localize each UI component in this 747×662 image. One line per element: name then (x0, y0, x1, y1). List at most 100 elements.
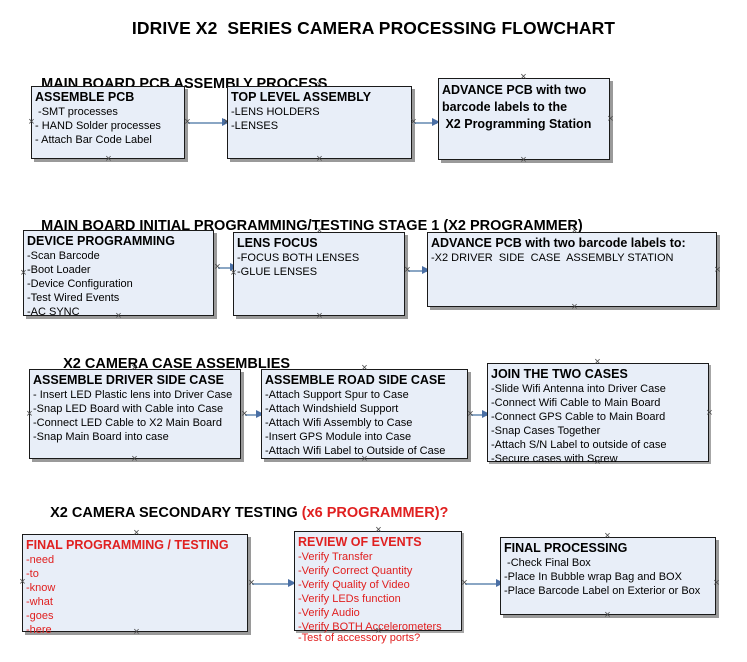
node-review-of-events[interactable]: REVIEW OF EVENTS -Verify Transfer -Verif… (294, 531, 462, 644)
node-line: -Scan Barcode (27, 250, 100, 262)
node-line: -Attach Support Spur to Case (265, 389, 409, 401)
node-final-processing[interactable]: FINAL PROCESSING -Check Final Box -Place… (500, 537, 716, 615)
connector-handle-icon (114, 225, 123, 234)
node-line: -Place Barcode Label on Exterior or Box (504, 585, 701, 597)
connector-driver-case-to-road-case (245, 414, 263, 416)
connector-handle-icon (403, 266, 412, 275)
connector-road-case-to-join-cases (471, 414, 489, 416)
node-join-the-two-cases[interactable]: JOIN THE TWO CASES -Slide Wifi Antenna i… (487, 363, 709, 465)
node-line: -Attach S/N Label to outside of case (491, 439, 667, 451)
node-line: -Snap Main Board into case (33, 431, 169, 443)
node-title: JOIN THE TWO CASES (491, 367, 628, 381)
node-line: -need (26, 554, 55, 566)
connector-handle-icon (130, 455, 139, 464)
connector-handle-icon (315, 155, 324, 164)
connector-handle-icon (315, 227, 324, 236)
node-title: FINAL PROCESSING (504, 541, 628, 555)
connector-handle-icon (104, 81, 113, 90)
connector-handle-icon (183, 118, 192, 127)
node-line: -Slide Wifi Antenna into Driver Case (491, 383, 666, 395)
section-heading-x2-camera-case-assemblies: X2 CAMERA CASE ASSEMBLIES (47, 340, 290, 388)
connector-handle-icon (519, 156, 528, 165)
node-line: -Verify Audio (298, 607, 360, 619)
node-assemble-pcb[interactable]: ASSEMBLE PCB -SMT processes - HAND Solde… (31, 86, 185, 159)
connector-handle-icon (25, 410, 34, 419)
node-line: -Connect LED Cable to X2 Main Board (33, 417, 222, 429)
node-top-level-assembly[interactable]: TOP LEVEL ASSEMBLY -LENS HOLDERS -LENSES (227, 86, 412, 159)
node-line: -goes (26, 610, 54, 622)
connector-handle-icon (360, 455, 369, 464)
node-line: -Test Wired Events (27, 292, 120, 304)
node-line: -know (26, 582, 56, 594)
connector-handle-icon (315, 312, 324, 321)
node-title: ADVANCE PCB with two barcode labels to t… (442, 83, 592, 131)
node-line: -Connect Wifi Cable to Main Board (491, 397, 661, 409)
node-lens-focus[interactable]: LENS FOCUS -FOCUS BOTH LENSES -GLUE LENS… (233, 232, 405, 316)
section-heading-accent: (x6 PROGRAMMER)? (301, 505, 449, 521)
node-line: -Boot Loader (27, 264, 91, 276)
connector-handle-icon (519, 73, 528, 82)
connector-handle-icon (360, 364, 369, 373)
node-line: -LENS HOLDERS (231, 106, 320, 118)
node-line: -Verify BOTH Accelerometers (298, 621, 442, 633)
node-line: -Verify Quality of Video (298, 579, 410, 591)
connector-handle-icon (712, 579, 721, 588)
connector-handle-icon (460, 579, 469, 588)
node-line: -Insert GPS Module into Case (265, 431, 412, 443)
connector-handle-icon (705, 409, 714, 418)
section-heading-text: X2 CAMERA SECONDARY TESTING (50, 505, 302, 521)
connector-handle-icon (229, 269, 238, 278)
node-line: -what (26, 596, 53, 608)
node-title: DEVICE PROGRAMMING (27, 234, 175, 248)
node-assemble-driver-side-case[interactable]: ASSEMBLE DRIVER SIDE CASE - Insert LED P… (29, 369, 241, 459)
node-title: TOP LEVEL ASSEMBLY (231, 90, 372, 104)
node-line: -Device Configuration (27, 278, 133, 290)
node-line: -Verify Correct Quantity (298, 565, 413, 577)
connector-final-programming-to-review-events (252, 583, 292, 585)
node-line: -AC SYNC (27, 306, 80, 318)
connector-handle-icon (713, 266, 722, 275)
connector-handle-icon (114, 312, 123, 321)
node-title: ADVANCE PCB with two barcode labels to: (431, 236, 686, 250)
connector-handle-icon (104, 155, 113, 164)
connector-handle-icon (247, 579, 256, 588)
arrow-head-icon (482, 410, 490, 418)
node-line: -Snap LED Board with Cable into Case (33, 403, 224, 415)
node-title: FINAL PROGRAMMING / TESTING (26, 538, 229, 552)
node-title: ASSEMBLE DRIVER SIDE CASE (33, 373, 225, 387)
node-title: REVIEW OF EVENTS (298, 535, 422, 549)
connector-handle-icon (603, 611, 612, 620)
node-line: - HAND Solder processes (35, 120, 161, 132)
page-title: IDRIVE X2 SERIES CAMERA PROCESSING FLOWC… (131, 18, 616, 38)
node-device-programming[interactable]: DEVICE PROGRAMMING -Scan Barcode -Boot L… (23, 230, 214, 318)
connector-handle-icon (18, 578, 27, 587)
node-line: -Place In Bubble wrap Bag and BOX (504, 571, 682, 583)
connector-handle-icon (315, 81, 324, 90)
node-line: - Insert LED Plastic lens into Driver Ca… (33, 389, 233, 401)
node-advance-pcb-driver-side-case[interactable]: ADVANCE PCB with two barcode labels to: … (427, 232, 717, 307)
connector-handle-icon (374, 627, 383, 636)
connector-handle-icon (132, 628, 141, 637)
node-line: -Attach Wifi Label to Outside of Case (265, 445, 446, 457)
node-line: -here (26, 624, 52, 636)
connector-handle-icon (27, 118, 36, 127)
connector-lens-focus-to-advance-pcb (408, 270, 428, 272)
node-line: -Verify Transfer (298, 551, 373, 563)
node-line: -Snap Cases Together (491, 425, 601, 437)
node-line: -Attach Wifi Assembly to Case (265, 417, 413, 429)
node-advance-pcb-programming-station[interactable]: ADVANCE PCB with two barcode labels to t… (438, 78, 610, 160)
node-assemble-road-side-case[interactable]: ASSEMBLE ROAD SIDE CASE -Attach Support … (261, 369, 468, 459)
node-line: -X2 DRIVER SIDE CASE ASSEMBLY STATION (431, 252, 674, 264)
node-overflow-line: -Test of accessory ports? (298, 632, 421, 644)
node-line: -GLUE LENSES (237, 266, 318, 278)
connector-handle-icon (213, 263, 222, 272)
arrow-head-icon (432, 118, 440, 126)
node-line: -Attach Windshield Support (265, 403, 399, 415)
node-line: -LENSES (231, 120, 279, 132)
node-line: - Attach Bar Code Label (35, 134, 152, 146)
connector-handle-icon (130, 364, 139, 373)
connector-handle-icon (466, 410, 475, 419)
node-final-programming-testing[interactable]: FINAL PROGRAMMING / TESTING -need -to -k… (22, 534, 248, 636)
arrow-head-icon (288, 579, 296, 587)
